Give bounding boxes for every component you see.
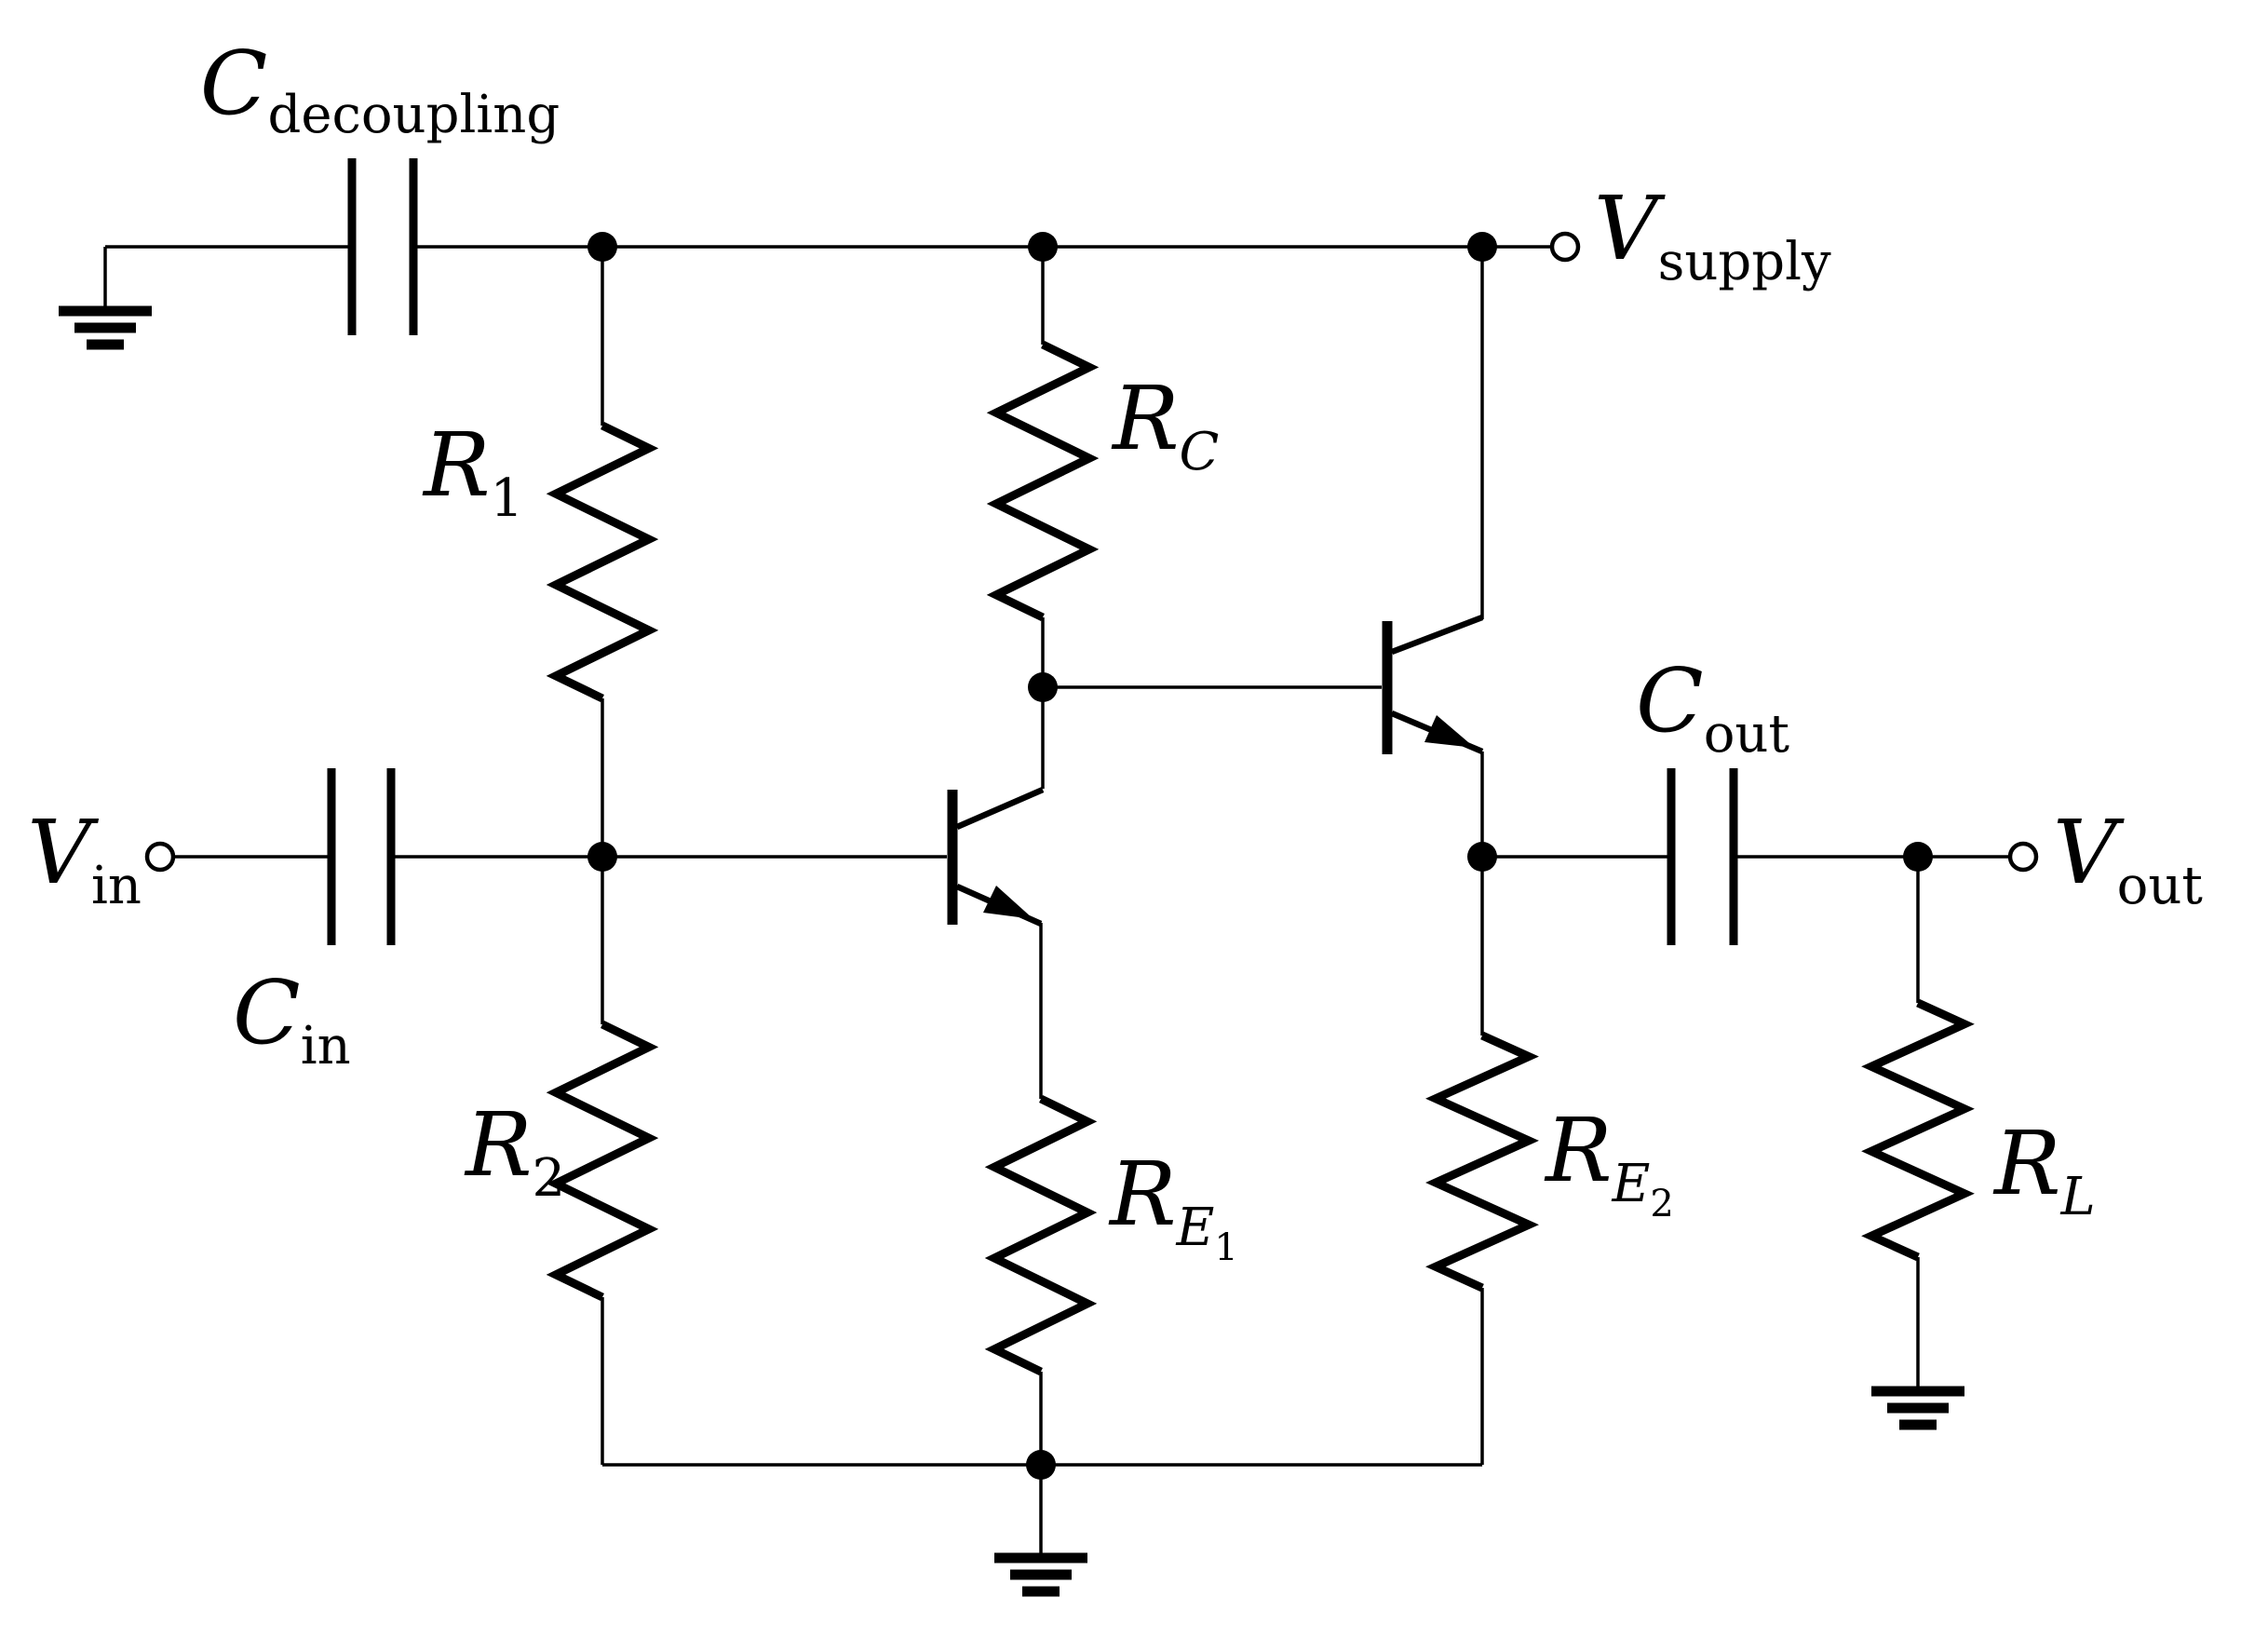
capacitor-c-out xyxy=(1667,768,1738,945)
transistor-collector-lead xyxy=(955,787,1045,830)
capacitor-c-decoupling xyxy=(347,158,418,335)
transistor-collector-lead xyxy=(1390,614,1484,656)
resistor-r1 xyxy=(546,421,659,703)
label-rc: RC xyxy=(1111,368,1219,482)
emitter-arrow-icon xyxy=(1424,715,1475,748)
terminal-v-out xyxy=(2007,841,2039,873)
resistor-zigzag xyxy=(986,340,1100,622)
junction-dot xyxy=(1467,842,1497,872)
resistor-re1 xyxy=(984,1094,1098,1376)
label-r2: R2 xyxy=(464,1094,565,1209)
label-r1: R1 xyxy=(422,414,523,529)
label-rl: RL xyxy=(1992,1113,2096,1227)
junction-dot xyxy=(1467,232,1497,262)
junction-dot xyxy=(1028,232,1058,262)
resistor-zigzag xyxy=(1425,1031,1539,1293)
ground-symbol-bottom-right xyxy=(1871,1386,1964,1430)
resistor-zigzag xyxy=(984,1094,1098,1376)
emitter-arrow-icon xyxy=(983,886,1033,919)
label-re2: RE2 xyxy=(1544,1100,1674,1225)
ground-symbol-top-left xyxy=(59,305,152,350)
junction-dot xyxy=(587,232,617,262)
junction-dot xyxy=(1903,842,1933,872)
terminal-v-in xyxy=(144,841,176,873)
resistor-r2 xyxy=(546,1020,659,1302)
junction-dots xyxy=(587,232,1933,1480)
label-re1: RE1 xyxy=(1108,1144,1238,1269)
resistor-zigzag xyxy=(1861,998,1975,1262)
resistor-zigzag xyxy=(546,1020,659,1302)
terminal-v-supply xyxy=(1549,231,1581,263)
label-v-in: Vin xyxy=(27,802,142,916)
transistor-q1 xyxy=(947,787,1045,927)
resistor-zigzag xyxy=(546,421,659,703)
label-c-in: Cin xyxy=(233,962,351,1076)
label-v-out: Vout xyxy=(2053,802,2203,916)
resistor-rc xyxy=(986,340,1100,622)
resistor-rl xyxy=(1861,998,1975,1262)
label-c-out: Cout xyxy=(1636,650,1789,765)
junction-dot xyxy=(1028,672,1058,702)
junction-dot xyxy=(1026,1450,1056,1480)
label-c-decoupling: Cdecoupling xyxy=(200,33,560,145)
capacitor-c-in xyxy=(327,768,396,945)
ground-symbol-bottom-center xyxy=(994,1552,1087,1597)
transistor-q2 xyxy=(1382,614,1484,754)
label-v-supply: Vsupply xyxy=(1594,178,1831,292)
junction-dot xyxy=(587,842,617,872)
resistor-re2 xyxy=(1425,1031,1539,1293)
